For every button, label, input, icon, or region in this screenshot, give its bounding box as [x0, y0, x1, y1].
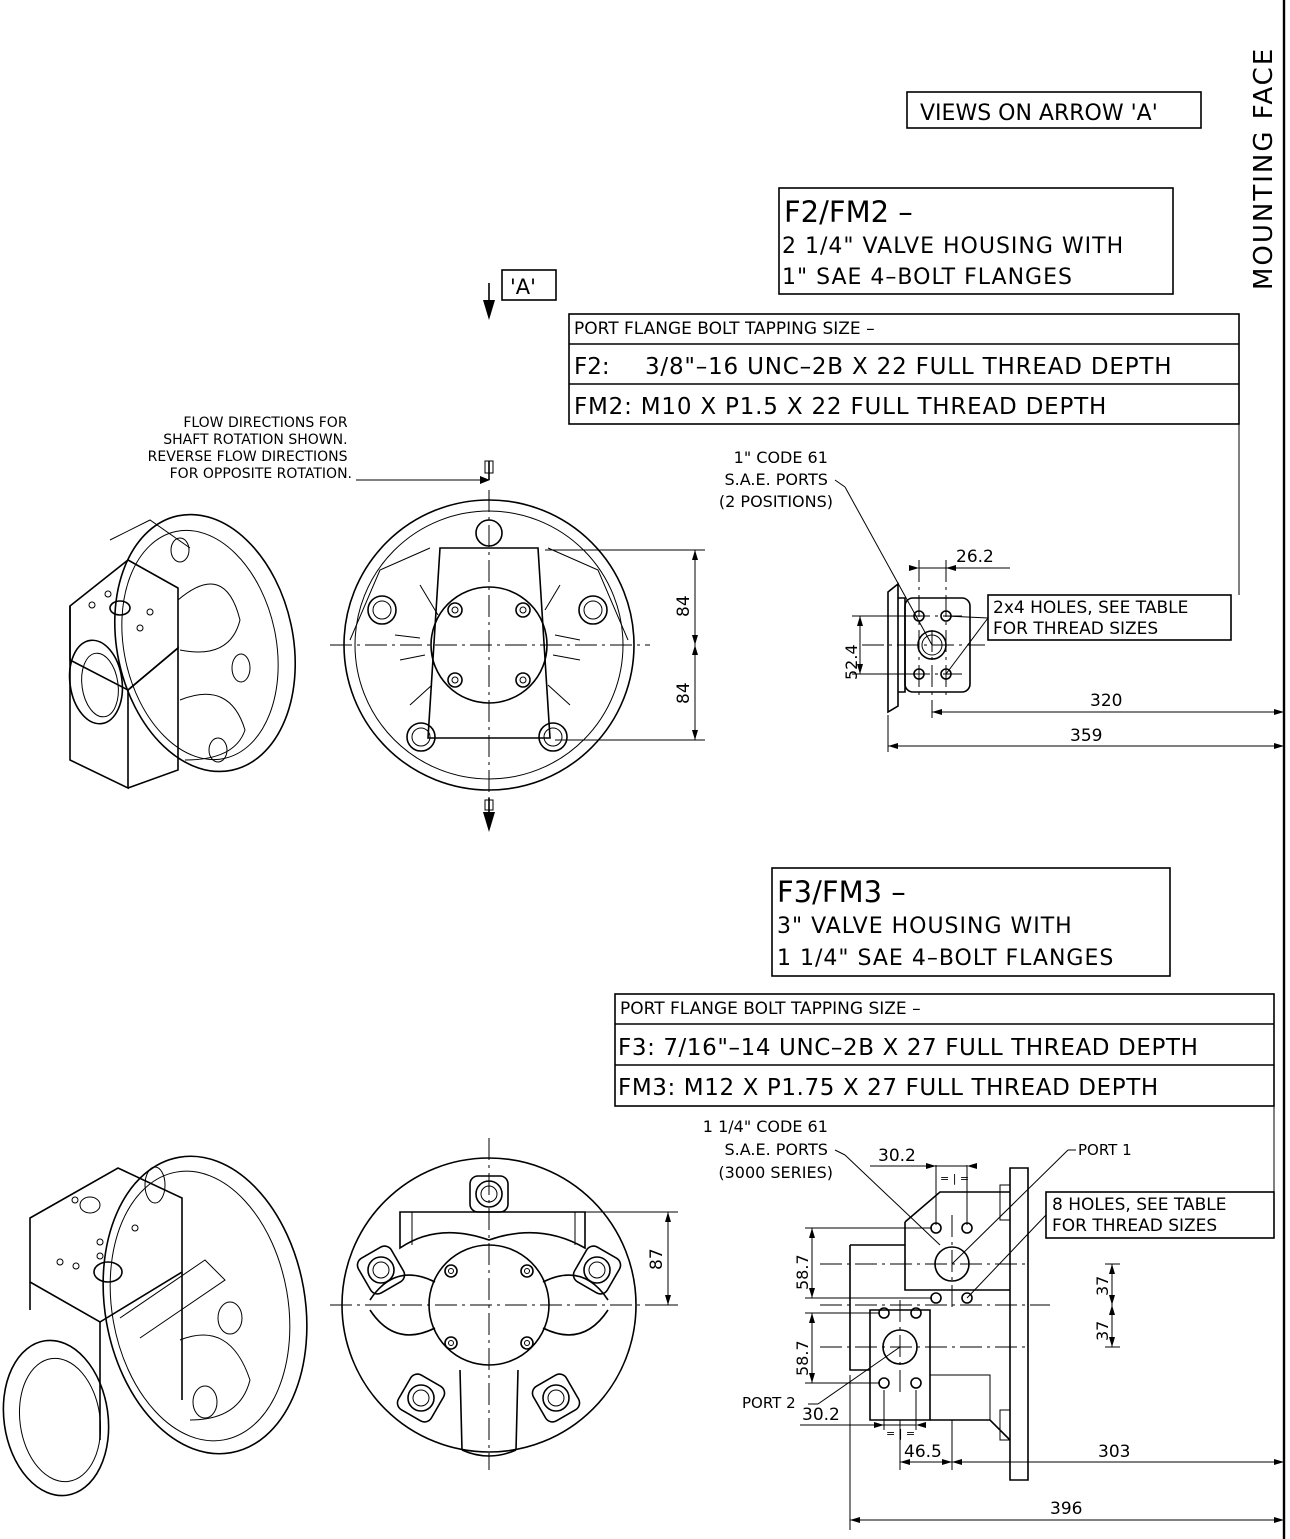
- f3-title-box: [771, 867, 1171, 977]
- f2-line1: 2 1/4" VALVE HOUSING WITH: [782, 234, 1124, 259]
- f3-line2: 1 1/4" SAE 4–BOLT FLANGES: [777, 946, 1114, 971]
- mounting-face-label: MOUNTING FACE: [1249, 47, 1279, 290]
- f2-row1-key: F2:: [574, 354, 610, 380]
- f3-equal-mark-bottom: = | =: [886, 1427, 915, 1440]
- f3-equal-mark-top: = | =: [940, 1172, 969, 1185]
- f3-dim-58-upper: 58.7: [793, 1254, 812, 1290]
- f2-holes-note: 2x4 HOLES, SEE TABLE FOR THREAD SIZES: [993, 598, 1194, 639]
- f2-dim-84: [545, 549, 705, 741]
- f3-dim-30-bottom: 30.2: [802, 1405, 840, 1425]
- f3-end-view: [330, 1138, 650, 1470]
- f2-isometric-view: [68, 513, 297, 790]
- f3-side-view: [820, 1167, 1050, 1481]
- f3-row2: FM3: M12 X P1.75 X 27 FULL THREAD DEPTH: [618, 1075, 1159, 1101]
- f2-dim-84-lower: 84: [674, 682, 694, 704]
- arrow-a-label: 'A': [510, 275, 536, 299]
- arrow-a-head: [483, 300, 495, 320]
- f3-ports-callout: 1 1/4" CODE 61 S.A.E. PORTS (3000 SERIES…: [703, 1117, 833, 1182]
- f3-dim-37-upper: 37: [1093, 1276, 1112, 1296]
- f3-dim-303: 303: [1098, 1442, 1130, 1462]
- flow-note: FLOW DIRECTIONS FOR SHAFT ROTATION SHOWN…: [148, 415, 352, 482]
- f3-port2-label: PORT 2: [742, 1394, 796, 1412]
- f2-line2: 1" SAE 4–BOLT FLANGES: [782, 265, 1073, 290]
- f2-row2: FM2: M10 X P1.5 X 22 FULL THREAD DEPTH: [574, 394, 1107, 420]
- f3-dim-87: 87: [647, 1248, 667, 1270]
- f3-line1: 3" VALVE HOUSING WITH: [777, 914, 1073, 939]
- f3-dim-58-lower: 58.7: [793, 1340, 812, 1376]
- view-label-box: [906, 91, 1202, 129]
- f2-row1-value: 3/8"–16 UNC–2B X 22 FULL THREAD DEPTH: [645, 354, 1172, 380]
- f3-holes-note: 8 HOLES, SEE TABLE FOR THREAD SIZES: [1052, 1195, 1232, 1236]
- f2-dim-84-upper: 84: [674, 595, 694, 617]
- f3-table: [614, 993, 1275, 1107]
- f3-table-header: PORT FLANGE BOLT TAPPING SIZE –: [620, 999, 921, 1019]
- f2-title-box: [778, 187, 1174, 295]
- f3-dim-30-top: 30.2: [878, 1146, 916, 1166]
- f2-dim-359: 359: [1070, 726, 1102, 746]
- f2-ports-leader: [844, 486, 933, 646]
- f3-isometric-view: [2, 1155, 308, 1497]
- f3-row1: F3: 7/16"–14 UNC–2B X 27 FULL THREAD DEP…: [618, 1035, 1198, 1061]
- f2-dim-26: 26.2: [956, 547, 994, 567]
- f3-dim-37-lower: 37: [1093, 1321, 1112, 1341]
- f3-title: F3/FM3 –: [777, 875, 906, 909]
- f2-ports-callout: 1" CODE 61 S.A.E. PORTS (2 POSITIONS): [719, 448, 833, 511]
- arrow-a-box: [501, 269, 557, 301]
- f2-dim-52: 52.4: [842, 644, 861, 680]
- f3-ports-leader: [844, 1154, 941, 1246]
- f3-port1-label: PORT 1: [1078, 1141, 1132, 1159]
- f2-side-view: [862, 560, 985, 715]
- view-label: VIEWS ON ARROW 'A': [920, 101, 1158, 126]
- f3-dim-396: 396: [1050, 1499, 1082, 1519]
- f3-dim-46: 46.5: [904, 1442, 942, 1462]
- f2-end-view: [330, 460, 650, 832]
- f2-table: [568, 313, 1240, 425]
- f2-table-header: PORT FLANGE BOLT TAPPING SIZE –: [574, 319, 875, 339]
- f2-title: F2/FM2 –: [784, 195, 913, 229]
- f2-dim-320: 320: [1090, 691, 1122, 711]
